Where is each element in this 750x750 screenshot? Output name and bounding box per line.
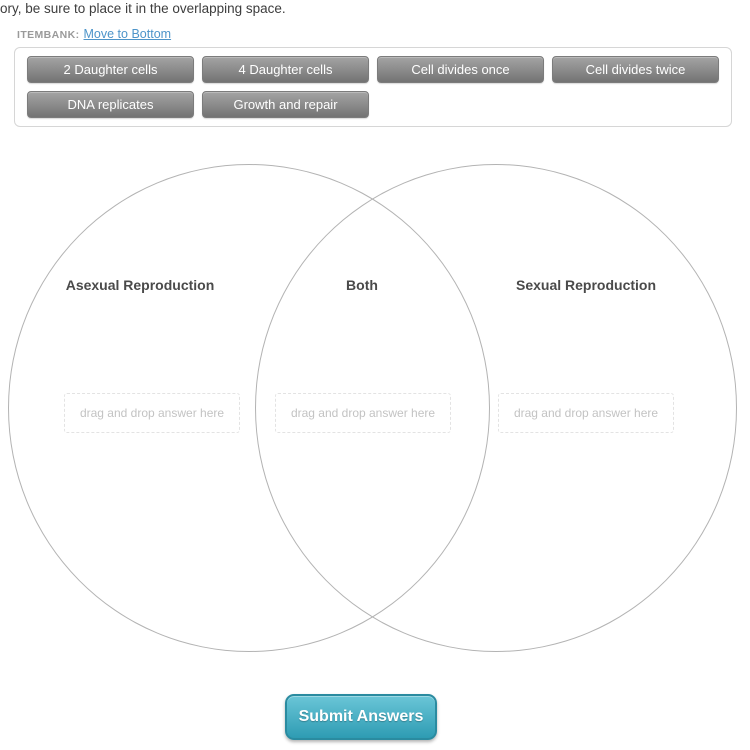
submit-answers-button[interactable]: Submit Answers xyxy=(285,694,437,740)
venn-circle-right xyxy=(255,164,737,652)
move-to-bottom-link[interactable]: Move to Bottom xyxy=(83,27,172,41)
draggable-item-cell-divides-once[interactable]: Cell divides once xyxy=(377,56,544,83)
item-bank: 2 Daughter cells 4 Daughter cells Cell d… xyxy=(14,47,732,127)
venn-label-sexual-reproduction: Sexual Reproduction xyxy=(515,277,657,293)
venn-label-asexual-reproduction: Asexual Reproduction xyxy=(65,277,215,293)
drop-zone-sexual-reproduction[interactable]: drag and drop answer here xyxy=(498,393,674,433)
itembank-label: ITEMBANK: xyxy=(17,29,80,41)
draggable-item-dna-replicates[interactable]: DNA replicates xyxy=(27,91,194,118)
draggable-item-2-daughter-cells[interactable]: 2 Daughter cells xyxy=(27,56,194,83)
drop-zone-both[interactable]: drag and drop answer here xyxy=(275,393,451,433)
draggable-item-growth-and-repair[interactable]: Growth and repair xyxy=(202,91,369,118)
venn-label-both: Both xyxy=(346,277,378,293)
draggable-item-4-daughter-cells[interactable]: 4 Daughter cells xyxy=(202,56,369,83)
drop-zone-asexual-reproduction[interactable]: drag and drop answer here xyxy=(64,393,240,433)
draggable-item-cell-divides-twice[interactable]: Cell divides twice xyxy=(552,56,719,83)
itembank-header: ITEMBANK:Move to Bottom xyxy=(17,27,171,41)
instruction-text: ory, be sure to place it in the overlapp… xyxy=(0,1,286,16)
